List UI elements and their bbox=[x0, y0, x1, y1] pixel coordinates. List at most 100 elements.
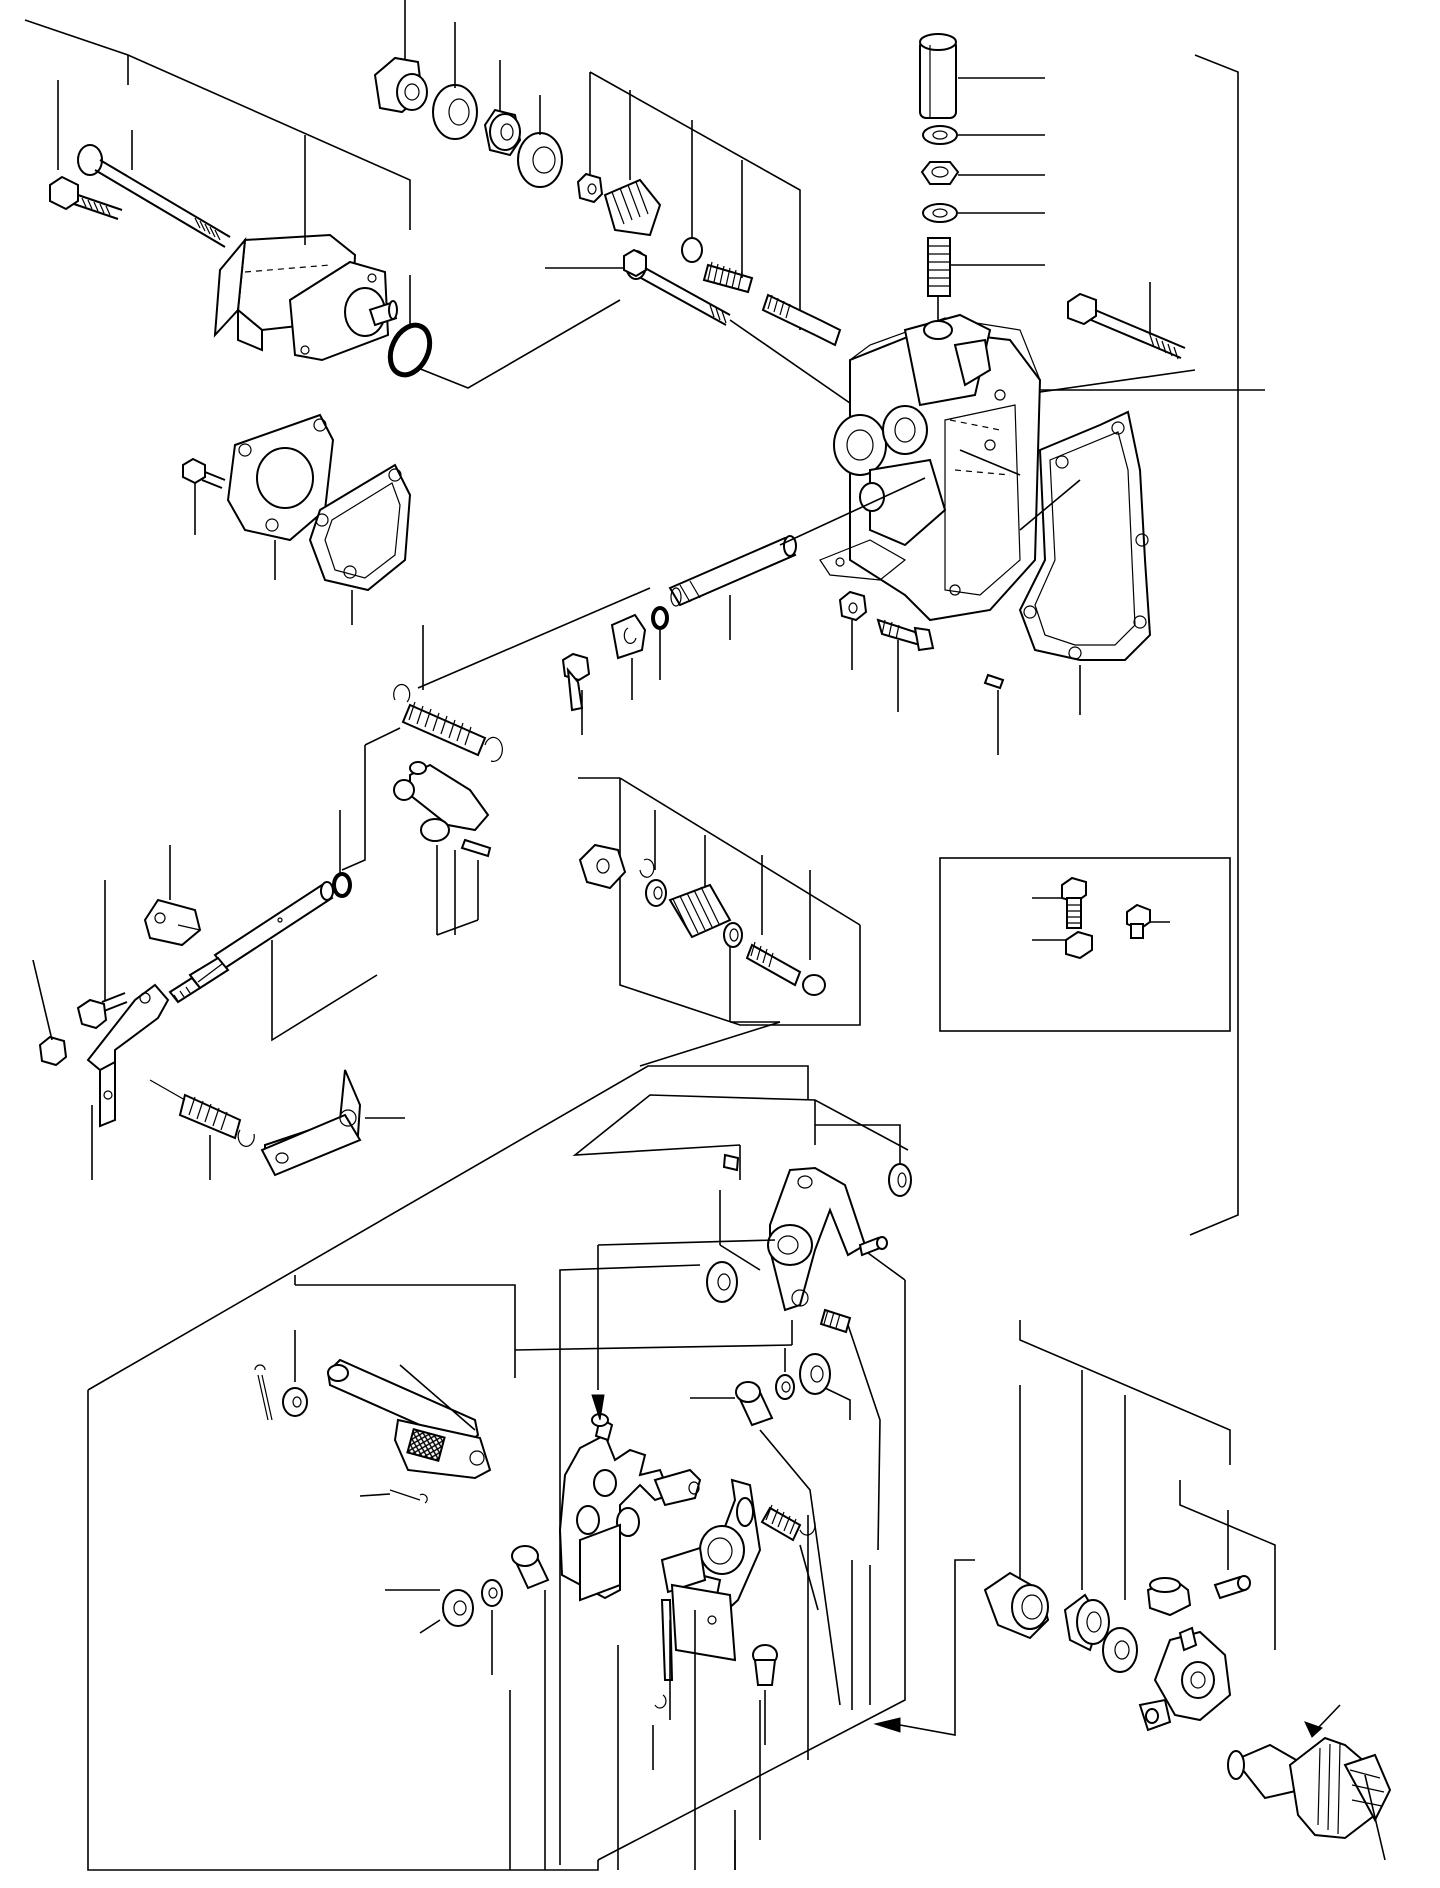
group-frame-line bbox=[619, 778, 861, 1026]
o-ring bbox=[387, 322, 433, 378]
leader-line bbox=[417, 299, 621, 389]
spring bbox=[819, 1308, 852, 1334]
clip-plate bbox=[143, 898, 202, 947]
gasket bbox=[308, 463, 412, 592]
leader-line bbox=[559, 1264, 701, 1865]
washer bbox=[706, 1261, 738, 1303]
adjusting-screw bbox=[745, 941, 826, 996]
group-frame-line bbox=[589, 71, 801, 330]
washer bbox=[888, 1163, 912, 1197]
collar bbox=[511, 1545, 550, 1590]
leader-line bbox=[436, 919, 479, 936]
solenoid-assembly bbox=[213, 233, 398, 362]
seal-bush bbox=[1063, 1593, 1110, 1652]
nut bbox=[483, 108, 522, 157]
washer bbox=[282, 1387, 308, 1417]
inset-plug bbox=[1126, 903, 1151, 939]
bolt bbox=[1213, 1575, 1251, 1600]
inset-nut bbox=[1065, 930, 1093, 960]
leader-lines-topleft bbox=[57, 80, 411, 328]
support-lever bbox=[558, 1413, 702, 1602]
washer bbox=[922, 125, 958, 145]
governor-housing bbox=[819, 313, 1042, 622]
arrow-marker bbox=[873, 1717, 901, 1733]
nut bbox=[576, 172, 604, 204]
cotter-pin bbox=[254, 1364, 273, 1421]
inset-bolt bbox=[1061, 876, 1087, 929]
lever bbox=[86, 983, 170, 1128]
leader-line bbox=[824, 1387, 851, 1420]
adjusting-screw bbox=[603, 178, 662, 237]
inset-box bbox=[939, 857, 1231, 1032]
washer bbox=[723, 922, 743, 948]
cap-nut bbox=[373, 56, 428, 114]
group-frame-lines bbox=[24, 19, 1265, 1871]
bracket bbox=[260, 1069, 362, 1177]
leader-line bbox=[729, 319, 861, 411]
bolt bbox=[561, 652, 591, 712]
cover-boss bbox=[983, 1571, 1050, 1640]
washer bbox=[517, 132, 563, 188]
tension-spring bbox=[149, 1079, 255, 1147]
control-lever bbox=[660, 1478, 762, 1681]
leader-line bbox=[719, 1244, 761, 1271]
shaft bbox=[668, 535, 797, 607]
bushing bbox=[735, 1381, 774, 1427]
washer bbox=[481, 1579, 503, 1607]
governor-lever bbox=[767, 1166, 888, 1312]
spring bbox=[668, 883, 732, 939]
leader-line bbox=[419, 1619, 441, 1634]
bolt bbox=[76, 992, 128, 1030]
clip-plate bbox=[610, 613, 647, 660]
bolt bbox=[49, 175, 123, 220]
leader-line bbox=[597, 1239, 776, 1246]
washer bbox=[681, 237, 703, 263]
leader-line bbox=[271, 940, 378, 1042]
washer bbox=[799, 1353, 831, 1395]
long-bolt bbox=[77, 144, 231, 248]
leader-line bbox=[359, 1493, 391, 1497]
leader-line bbox=[779, 477, 926, 546]
pin bbox=[722, 1153, 740, 1172]
tension-spring bbox=[760, 1504, 816, 1542]
tension-spring bbox=[393, 683, 503, 763]
control-lever bbox=[1138, 1626, 1232, 1732]
washer bbox=[922, 203, 958, 223]
leader-line bbox=[32, 959, 53, 1041]
leader-line bbox=[899, 1559, 975, 1736]
nut bbox=[38, 1035, 68, 1067]
leader-line bbox=[417, 587, 651, 689]
stop-solenoid bbox=[1227, 1736, 1392, 1840]
group-frame-line bbox=[1019, 1330, 1231, 1465]
leader-line bbox=[364, 727, 401, 746]
leader-line bbox=[1039, 369, 1196, 393]
leader-line bbox=[639, 1021, 781, 1067]
bolt bbox=[752, 1644, 778, 1686]
leader-line bbox=[1019, 479, 1081, 531]
snap-ring bbox=[651, 606, 669, 630]
snap-ring bbox=[639, 858, 655, 878]
snap-ring bbox=[654, 1694, 667, 1709]
leader-line bbox=[799, 1544, 819, 1611]
long-bolt bbox=[1067, 292, 1186, 360]
nut bbox=[920, 161, 960, 185]
leader-line bbox=[1317, 1704, 1341, 1729]
leader-line bbox=[759, 1429, 841, 1706]
arrow-marker bbox=[591, 1394, 605, 1421]
group-frame-line bbox=[295, 1284, 516, 1378]
leader-line bbox=[341, 745, 366, 871]
cotter-pin bbox=[389, 1489, 428, 1504]
washer bbox=[1102, 1627, 1138, 1673]
nut bbox=[578, 843, 627, 890]
leader-line bbox=[959, 449, 1021, 476]
shaft bbox=[168, 881, 334, 1004]
housing-gasket bbox=[1018, 410, 1152, 661]
leader-line bbox=[815, 1124, 901, 1165]
sleeve bbox=[1146, 1577, 1192, 1617]
spring bbox=[702, 261, 754, 294]
adjusting-screw bbox=[927, 237, 951, 297]
washer bbox=[775, 1374, 795, 1400]
group-frame-line bbox=[514, 1344, 793, 1351]
o-ring bbox=[332, 872, 352, 898]
